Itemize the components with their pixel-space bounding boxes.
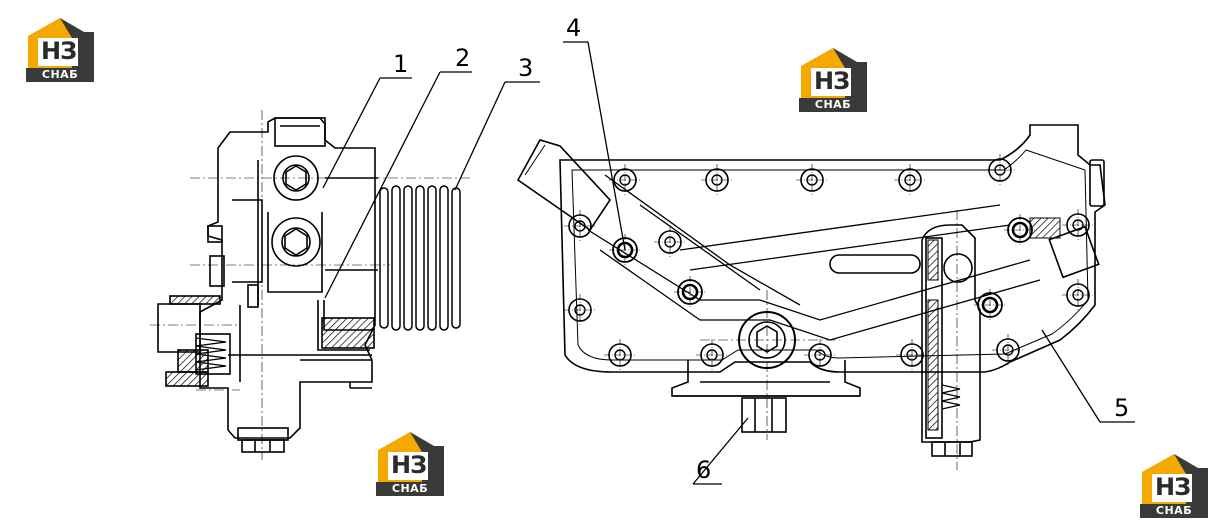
logo-name: СНАБ	[391, 482, 429, 495]
logo-mark: НЗ	[391, 451, 427, 479]
logo-name: СНАБ	[814, 98, 852, 111]
callout-3: 3	[518, 54, 533, 82]
brand-logo-bottom-center: НЗ СНАБ	[374, 430, 446, 496]
cooler-plate-stack	[379, 185, 461, 331]
logo-mark: НЗ	[41, 37, 77, 65]
logo-name: СНАБ	[41, 68, 79, 81]
logo-mark: НЗ	[814, 67, 850, 95]
callout-5: 5	[1114, 394, 1129, 422]
callout-4: 4	[566, 14, 581, 42]
callout-1: 1	[393, 50, 408, 78]
bolt-holes	[563, 153, 1095, 372]
house-logo-icon	[1140, 454, 1208, 518]
front-view-assembly	[516, 124, 1106, 470]
leader-lines	[322, 41, 1135, 485]
callout-2: 2	[455, 44, 470, 72]
logo-name: СНАБ	[1155, 504, 1193, 517]
house-logo-icon	[799, 48, 867, 112]
callout-labels: 1 2 3 4 5 6	[393, 14, 1129, 484]
side-view-assembly	[150, 110, 470, 460]
brand-logo-top-center: НЗ СНАБ	[797, 46, 869, 112]
house-logo-icon	[376, 432, 444, 496]
brand-logo-bottom-right: НЗ СНАБ	[1138, 452, 1210, 518]
callout-6: 6	[696, 456, 711, 484]
logo-mark: НЗ	[1155, 473, 1191, 501]
brand-logo-top-left: НЗ СНАБ	[24, 16, 96, 82]
house-logo-icon	[26, 18, 94, 82]
